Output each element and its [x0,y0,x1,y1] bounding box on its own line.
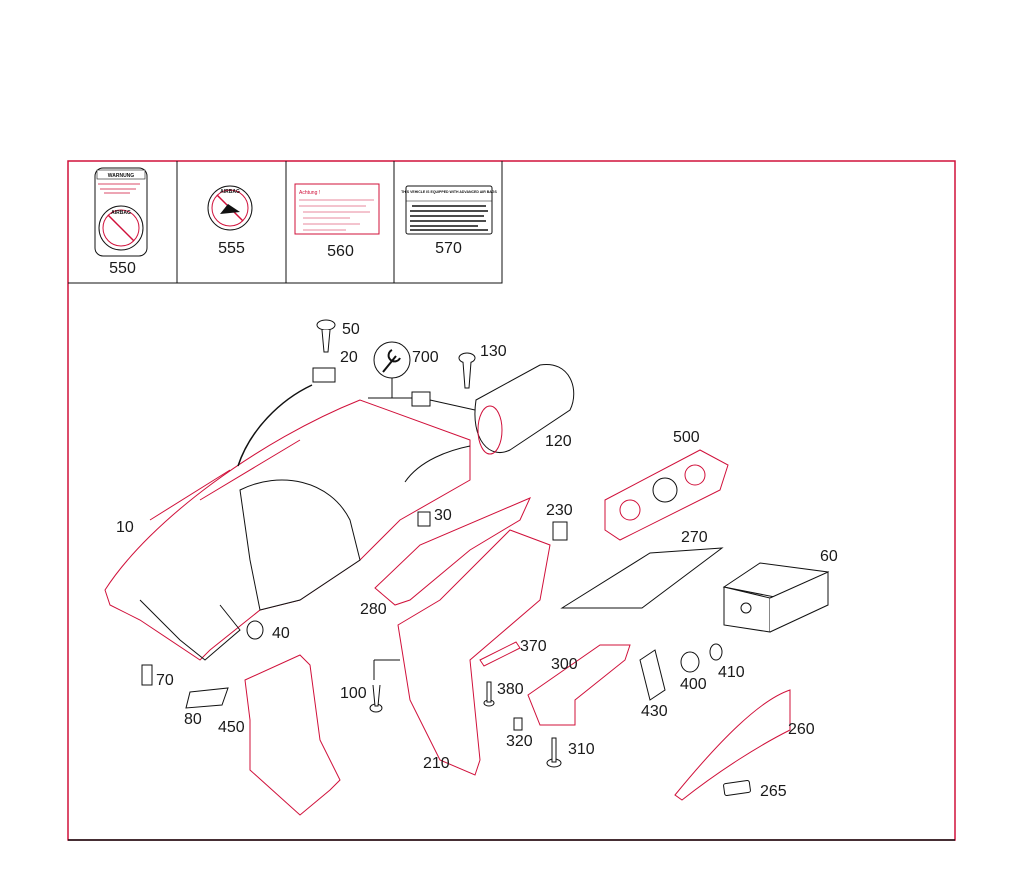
box-label-555: 555 [218,240,245,257]
callout-265: 265 [760,783,787,800]
screw-100 [369,684,383,713]
screw-310 [546,737,562,768]
callout-40: 40 [272,625,290,642]
callout-130: 130 [480,343,507,360]
box-label-560: 560 [327,243,354,260]
callout-270: 270 [681,529,708,546]
switch-400 [680,651,700,673]
callout-280: 280 [360,601,387,618]
callout-380: 380 [497,681,524,698]
callout-300: 300 [551,656,578,673]
clip-30 [417,511,431,527]
pin-70 [141,664,153,686]
callout-310: 310 [568,741,595,758]
control-unit-60 [722,562,830,633]
warning-label-550: WARNUNG AIRBAG [94,167,148,257]
warning-sticker-560: Achtung ! [294,183,380,235]
svg-text:AIRBAG: AIRBAG [220,189,240,195]
screw-380 [483,681,495,707]
screw-130 [458,352,476,389]
clip-20 [312,367,336,383]
arrow-20 [237,384,313,467]
line-100 [373,659,400,680]
callout-320: 320 [506,733,533,750]
part-320 [513,717,523,731]
bracket-450 [244,654,341,816]
cover-430 [639,649,666,701]
screw-50 [316,319,336,353]
callout-230: 230 [546,502,573,519]
callout-120: 120 [545,433,572,450]
callout-700: 700 [412,349,439,366]
box-label-570: 570 [435,240,462,257]
instrument-panel-500 [604,449,729,541]
callout-430: 430 [641,703,668,720]
steering-column-300 [527,644,631,726]
trim-260 [674,689,791,801]
svg-text:AIRBAG: AIRBAG [111,210,131,216]
rod-370 [479,641,521,667]
dashboard-part-10 [104,399,471,661]
callout-210: 210 [423,755,450,772]
callout-260: 260 [788,721,815,738]
svg-text:Achtung !: Achtung ! [299,190,320,196]
callout-400: 400 [680,676,707,693]
grommet-40 [246,620,264,640]
wrench-icon [368,341,476,411]
box-label-550: 550 [109,260,136,277]
cover-270 [560,547,724,609]
airbag-badge-555: AIRBAG [207,185,253,231]
airbag-module-120 [474,364,575,455]
label-box-grid [68,161,503,284]
switch-230 [552,521,568,541]
callout-10: 10 [116,519,134,536]
callout-370: 370 [520,638,547,655]
callout-450: 450 [218,719,245,736]
callout-50: 50 [342,321,360,338]
callout-410: 410 [718,664,745,681]
callout-100: 100 [340,685,367,702]
callout-80: 80 [184,711,202,728]
pad-80 [185,687,229,709]
svg-text:WARNUNG: WARNUNG [108,173,134,179]
callout-20: 20 [340,349,358,366]
ring-410 [709,643,723,661]
callout-60: 60 [820,548,838,565]
insert-265 [723,780,751,796]
svg-text:THIS VEHICLE IS EQUIPPED WITH: THIS VEHICLE IS EQUIPPED WITH ADVANCED A… [401,190,497,194]
trim-280 [374,497,531,606]
callout-30: 30 [434,507,452,524]
callout-70: 70 [156,672,174,689]
console-210 [397,529,551,776]
callout-500: 500 [673,429,700,446]
airbag-sticker-570: THIS VEHICLE IS EQUIPPED WITH ADVANCED A… [401,185,498,235]
